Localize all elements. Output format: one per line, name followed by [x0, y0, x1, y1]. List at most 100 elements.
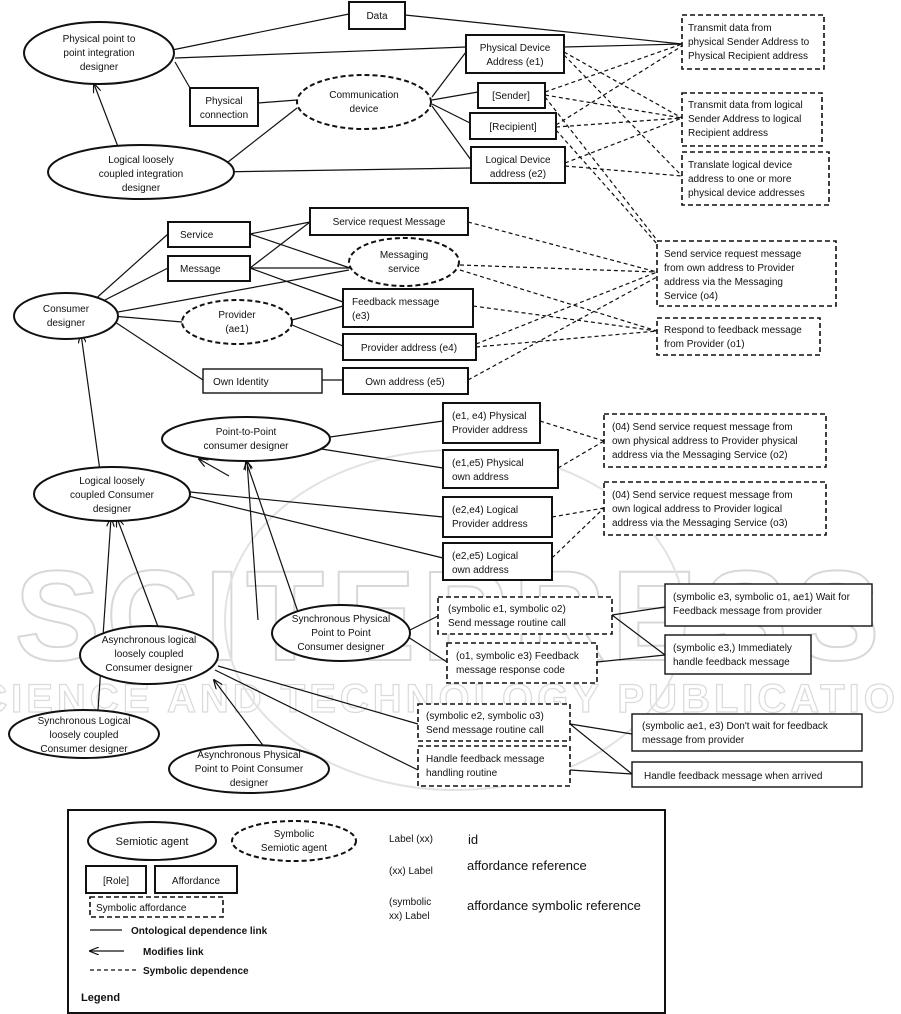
svg-text:Consumer designer: Consumer designer: [297, 642, 385, 653]
messaging-service: Messaging service: [348, 237, 460, 287]
e2-e4-logical-provider-address: (e2,e4) Logical Provider address: [442, 496, 553, 538]
svg-text:Recipient address: Recipient address: [688, 128, 768, 139]
svg-text:designer: designer: [122, 183, 161, 194]
legend-label-xx: Label (xx): [389, 834, 433, 845]
svg-text:Asynchronous logical: Asynchronous logical: [102, 635, 197, 646]
svg-text:(e3): (e3): [352, 311, 370, 322]
consumer-designer: Consumer designer: [13, 292, 119, 340]
wait-feedback-affordance: (symbolic e3, symbolic o1, ae1) Wait for…: [664, 583, 873, 627]
svg-text:Translate logical device: Translate logical device: [688, 160, 793, 171]
svg-text:Handle feedback message: Handle feedback message: [426, 754, 545, 765]
svg-text:point integration: point integration: [63, 48, 134, 59]
svg-text:designer: designer: [93, 504, 132, 515]
legend-affordance-symbolic-reference: affordance symbolic reference: [467, 898, 641, 913]
svg-text:(04) Send service request mess: (04) Send service request message from: [612, 422, 793, 433]
svg-text:Send service request message: Send service request message: [664, 249, 802, 260]
ontological-links: [91, 13, 683, 775]
physical-device-address: Physical Device Address (e1): [465, 34, 565, 74]
svg-text:consumer designer: consumer designer: [203, 441, 289, 452]
sync-p2p-consumer-designer: Synchronous Physical Point to Point Cons…: [271, 604, 411, 662]
svg-text:Address (e1): Address (e1): [486, 57, 543, 68]
svg-text:own address: own address: [452, 565, 509, 576]
o2-send-physical-affordance: (04) Send service request message from o…: [603, 413, 827, 468]
async-logical-consumer-designer: Asynchronous logical loosely coupled Con…: [79, 625, 219, 685]
svg-text:(symbolic e2, symbolic o3): (symbolic e2, symbolic o3): [426, 711, 544, 722]
e1-e4-physical-provider-address: (e1, e4) Physical Provider address: [442, 402, 541, 444]
svg-text:from Provider (o1): from Provider (o1): [664, 339, 745, 350]
respond-feedback-affordance: Respond to feedback message from Provide…: [656, 317, 821, 356]
legend-modifies-label: Modifies link: [143, 947, 204, 958]
legend-affordance-shape: [154, 865, 238, 894]
svg-text:Consumer designer: Consumer designer: [40, 744, 128, 755]
svg-text:Service (o4): Service (o4): [664, 291, 718, 302]
legend-id: id: [468, 832, 478, 847]
svg-text:message response code: message response code: [456, 665, 565, 676]
legend-symbolic-agent-label-2: Semiotic agent: [261, 843, 327, 854]
svg-text:Messaging: Messaging: [380, 250, 428, 261]
symbolic-dependence-links: [459, 43, 683, 559]
send-service-request-affordance: Send service request message from own ad…: [656, 240, 837, 307]
own-identity: Own Identity: [202, 368, 323, 394]
svg-text:handling routine: handling routine: [426, 768, 498, 779]
svg-text:Consumer designer: Consumer designer: [105, 663, 193, 674]
physical-connection: Physical connection: [189, 87, 259, 127]
svg-text:Physical Device: Physical Device: [480, 43, 551, 54]
svg-text:Physical: Physical: [205, 96, 242, 107]
svg-text:(symbolic e3,) Immediately: (symbolic e3,) Immediately: [673, 643, 792, 654]
svg-text:from own address to Provider: from own address to Provider: [664, 263, 795, 274]
svg-text:Provider address: Provider address: [452, 425, 528, 436]
svg-text:Feedback message from provider: Feedback message from provider: [673, 606, 823, 617]
data-label: Data: [366, 11, 388, 22]
svg-text:(ae1): (ae1): [225, 324, 248, 335]
legend-symbolic-agent-label-1: Symbolic: [274, 829, 315, 840]
svg-text:Send message routine call: Send message routine call: [448, 618, 566, 629]
legend-semiotic-agent-shape: [87, 821, 217, 861]
svg-text:Synchronous Logical: Synchronous Logical: [38, 716, 131, 727]
sym-e2-o3-send-call: (symbolic e2, symbolic o3) Send message …: [417, 703, 571, 742]
legend-affordance-label: Affordance: [172, 876, 221, 887]
legend-symbolic-xx-label-2: xx) Label: [389, 911, 430, 922]
sym-e1-o2-send-call: (symbolic e1, symbolic o2) Send message …: [437, 596, 613, 635]
svg-text:Point to Point: Point to Point: [311, 628, 371, 639]
svg-text:Service: Service: [180, 230, 214, 241]
svg-text:address via the Messaging Serv: address via the Messaging Service (o2): [612, 450, 788, 461]
svg-text:Provider: Provider: [218, 310, 256, 321]
svg-text:Transmit data from logical: Transmit data from logical: [688, 100, 803, 111]
svg-text:Own Identity: Own Identity: [213, 377, 269, 388]
svg-text:Point-to-Point: Point-to-Point: [216, 427, 277, 438]
svg-text:Physical point to: Physical point to: [63, 34, 136, 45]
legend-symbolic-xx-label-1: (symbolic: [389, 897, 431, 908]
svg-text:Provider address (e4): Provider address (e4): [361, 343, 457, 354]
svg-text:address to one or more: address to one or more: [688, 174, 792, 185]
svg-text:address (e2): address (e2): [490, 169, 546, 180]
svg-text:Asynchronous Physical: Asynchronous Physical: [197, 750, 300, 761]
svg-text:(e2,e5) Logical: (e2,e5) Logical: [452, 551, 518, 562]
handle-feedback-routine: Handle feedback message handling routine: [417, 745, 571, 787]
handle-when-arrived-affordance: Handle feedback message when arrived: [631, 761, 863, 788]
svg-text:Sender Address to logical: Sender Address to logical: [688, 114, 801, 125]
svg-text:(e1, e4) Physical: (e1, e4) Physical: [452, 411, 526, 422]
sync-logical-consumer-designer: Synchronous Logical loosely coupled Cons…: [8, 709, 160, 759]
svg-text:Send message routine call: Send message routine call: [426, 725, 544, 736]
svg-text:[Sender]: [Sender]: [492, 91, 530, 102]
transmit-physical-affordance: Transmit data from physical Sender Addre…: [681, 14, 825, 70]
legend-affordance-reference: affordance reference: [467, 858, 587, 873]
svg-text:Logical loosely: Logical loosely: [108, 155, 174, 166]
translate-logical-affordance: Translate logical device address to one …: [681, 151, 830, 206]
legend-xx-label: (xx) Label: [389, 866, 433, 877]
svg-text:Synchronous Physical: Synchronous Physical: [292, 614, 390, 625]
svg-text:Transmit data from: Transmit data from: [688, 23, 772, 34]
legend-symbolic-affordance-label: Symbolic affordance: [96, 903, 187, 914]
svg-text:device: device: [350, 104, 379, 115]
e1-e5-physical-own-address: (e1,e5) Physical own address: [442, 449, 559, 489]
communication-device: Communication device: [296, 74, 432, 130]
svg-text:coupled integration: coupled integration: [99, 169, 184, 180]
svg-text:loosely coupled: loosely coupled: [50, 730, 119, 741]
service-request-message: Service request Message: [309, 207, 469, 236]
e2-e5-logical-own-address: (e2,e5) Logical own address: [442, 542, 553, 581]
svg-text:address via the Messaging: address via the Messaging: [664, 277, 783, 288]
message-node: Message: [167, 255, 251, 282]
svg-text:own physical address to Provid: own physical address to Provider physica…: [612, 436, 798, 447]
async-p2p-consumer-designer: Asynchronous Physical Point to Point Con…: [168, 744, 330, 794]
